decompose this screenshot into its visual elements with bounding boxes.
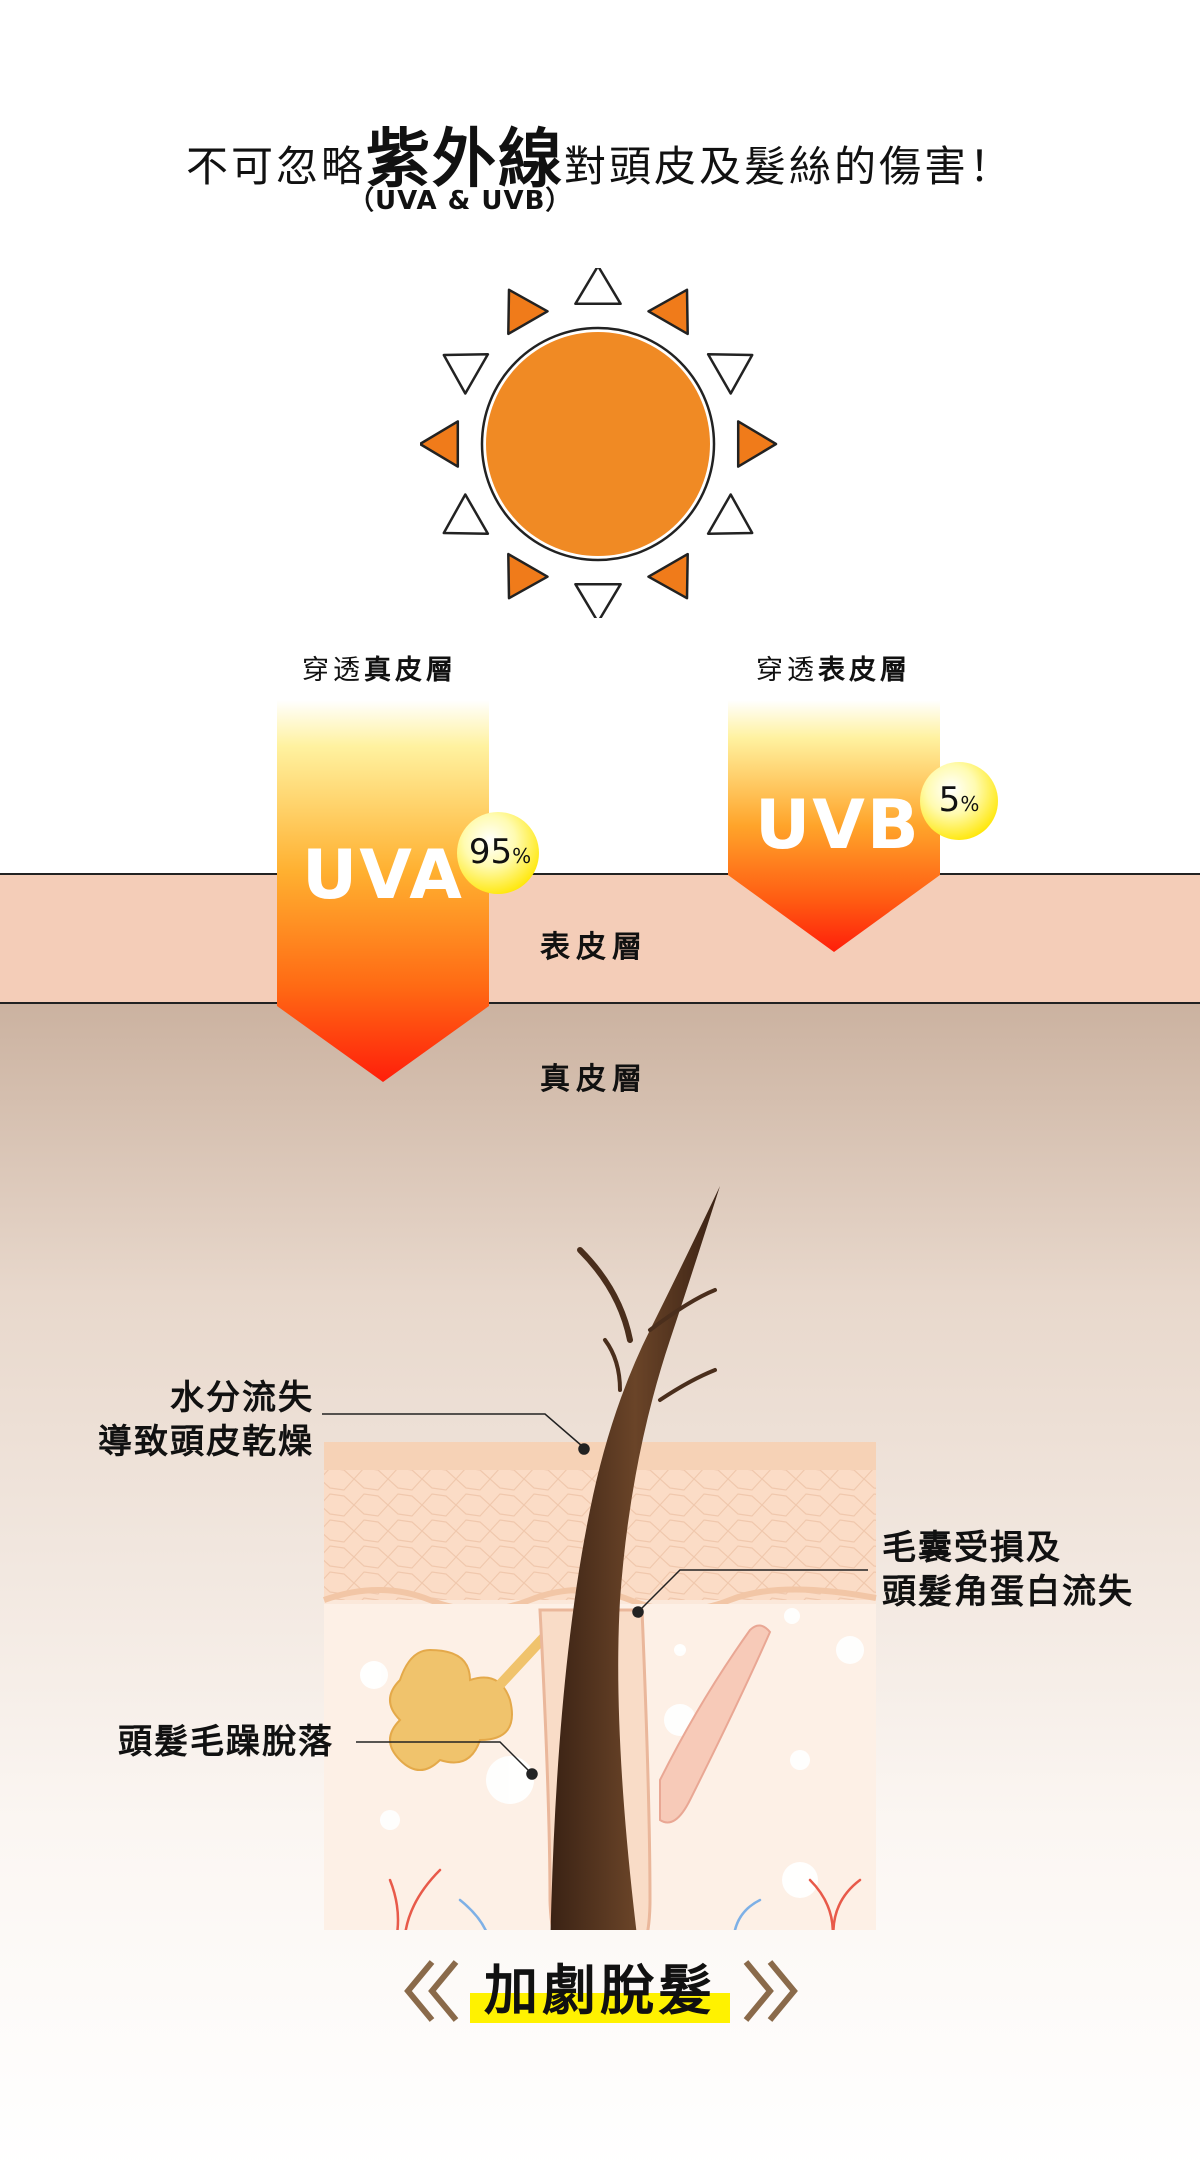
- chevron-left-icon: [404, 1960, 459, 2022]
- sun-ray: [507, 288, 549, 336]
- moisture-loss-callout: 水分流失 導致頭皮乾燥: [74, 1376, 314, 1464]
- hair-follicle-illustration: [322, 1186, 877, 1930]
- hair-frizz-callout: 頭髮毛躁脫落: [118, 1722, 334, 1762]
- uva-penetration-label: 穿透真皮層: [302, 648, 457, 687]
- epidermis-label: 表皮層: [540, 930, 648, 965]
- uva-percent-badge: [457, 812, 539, 894]
- moisture-loss-line2: 導致頭皮乾燥: [98, 1422, 314, 1462]
- sun-ray: [647, 288, 689, 336]
- title-emphasis: 紫外線: [366, 123, 564, 197]
- page-title: 不可忽略紫外線對頭皮及髮絲的傷害！: [0, 108, 1200, 200]
- follicle-damage-line2: 頭髮角蛋白流失: [882, 1572, 1134, 1612]
- sun-ray: [736, 420, 778, 468]
- bottom-title-highlight: [470, 1993, 730, 2023]
- uva-percent-unit: %: [512, 844, 532, 868]
- sun-ray: [420, 420, 460, 468]
- uva-percent: 95%: [463, 832, 537, 872]
- sun-ray: [706, 493, 754, 535]
- sun-ray: [507, 552, 549, 600]
- sun-ray: [647, 552, 689, 600]
- uvb-penetration-label: 穿透表皮層: [756, 648, 911, 687]
- page-subtitle: （UVA & UVB）: [348, 186, 573, 216]
- title-suffix: 對頭皮及髮絲的傷害！: [564, 142, 1015, 191]
- sun-ray: [442, 353, 490, 395]
- dermis-label: 真皮層: [540, 1062, 648, 1097]
- moisture-loss-line1: 水分流失: [170, 1378, 314, 1418]
- uva-percent-value: 95: [468, 832, 513, 872]
- sun-ray: [706, 353, 754, 395]
- sun-ray: [442, 493, 490, 535]
- uvb-percent-unit: %: [960, 792, 980, 816]
- sun-icon: [420, 268, 778, 618]
- follicle-damage-callout: 毛囊受損及 頭髮角蛋白流失: [882, 1526, 1182, 1614]
- follicle-damage-line1: 毛囊受損及: [882, 1528, 1062, 1568]
- sun-ray: [574, 582, 622, 618]
- uvb-penetration-layer: 表皮層: [818, 655, 911, 686]
- epidermis-band: [0, 874, 1200, 1003]
- uvb-arrow: [728, 700, 940, 952]
- uvb-percent: 5%: [922, 780, 996, 820]
- uva-penetration-prefix: 穿透: [302, 655, 364, 686]
- sun-ray: [574, 268, 622, 306]
- chevron-right-icon: [743, 1960, 798, 2022]
- uvb-percent-value: 5: [938, 780, 961, 820]
- uva-arrow: [277, 700, 489, 1082]
- uvb-label: UVB: [755, 786, 921, 865]
- bottom-title-text: 加劇脫髮: [484, 1959, 716, 2022]
- uva-label: UVA: [302, 836, 464, 915]
- uvb-penetration-prefix: 穿透: [756, 655, 818, 686]
- uvb-percent-badge: [920, 762, 998, 840]
- bottom-title: 加劇脫髮: [460, 1955, 740, 2027]
- uva-penetration-layer: 真皮層: [364, 655, 457, 686]
- title-prefix: 不可忽略: [185, 142, 366, 191]
